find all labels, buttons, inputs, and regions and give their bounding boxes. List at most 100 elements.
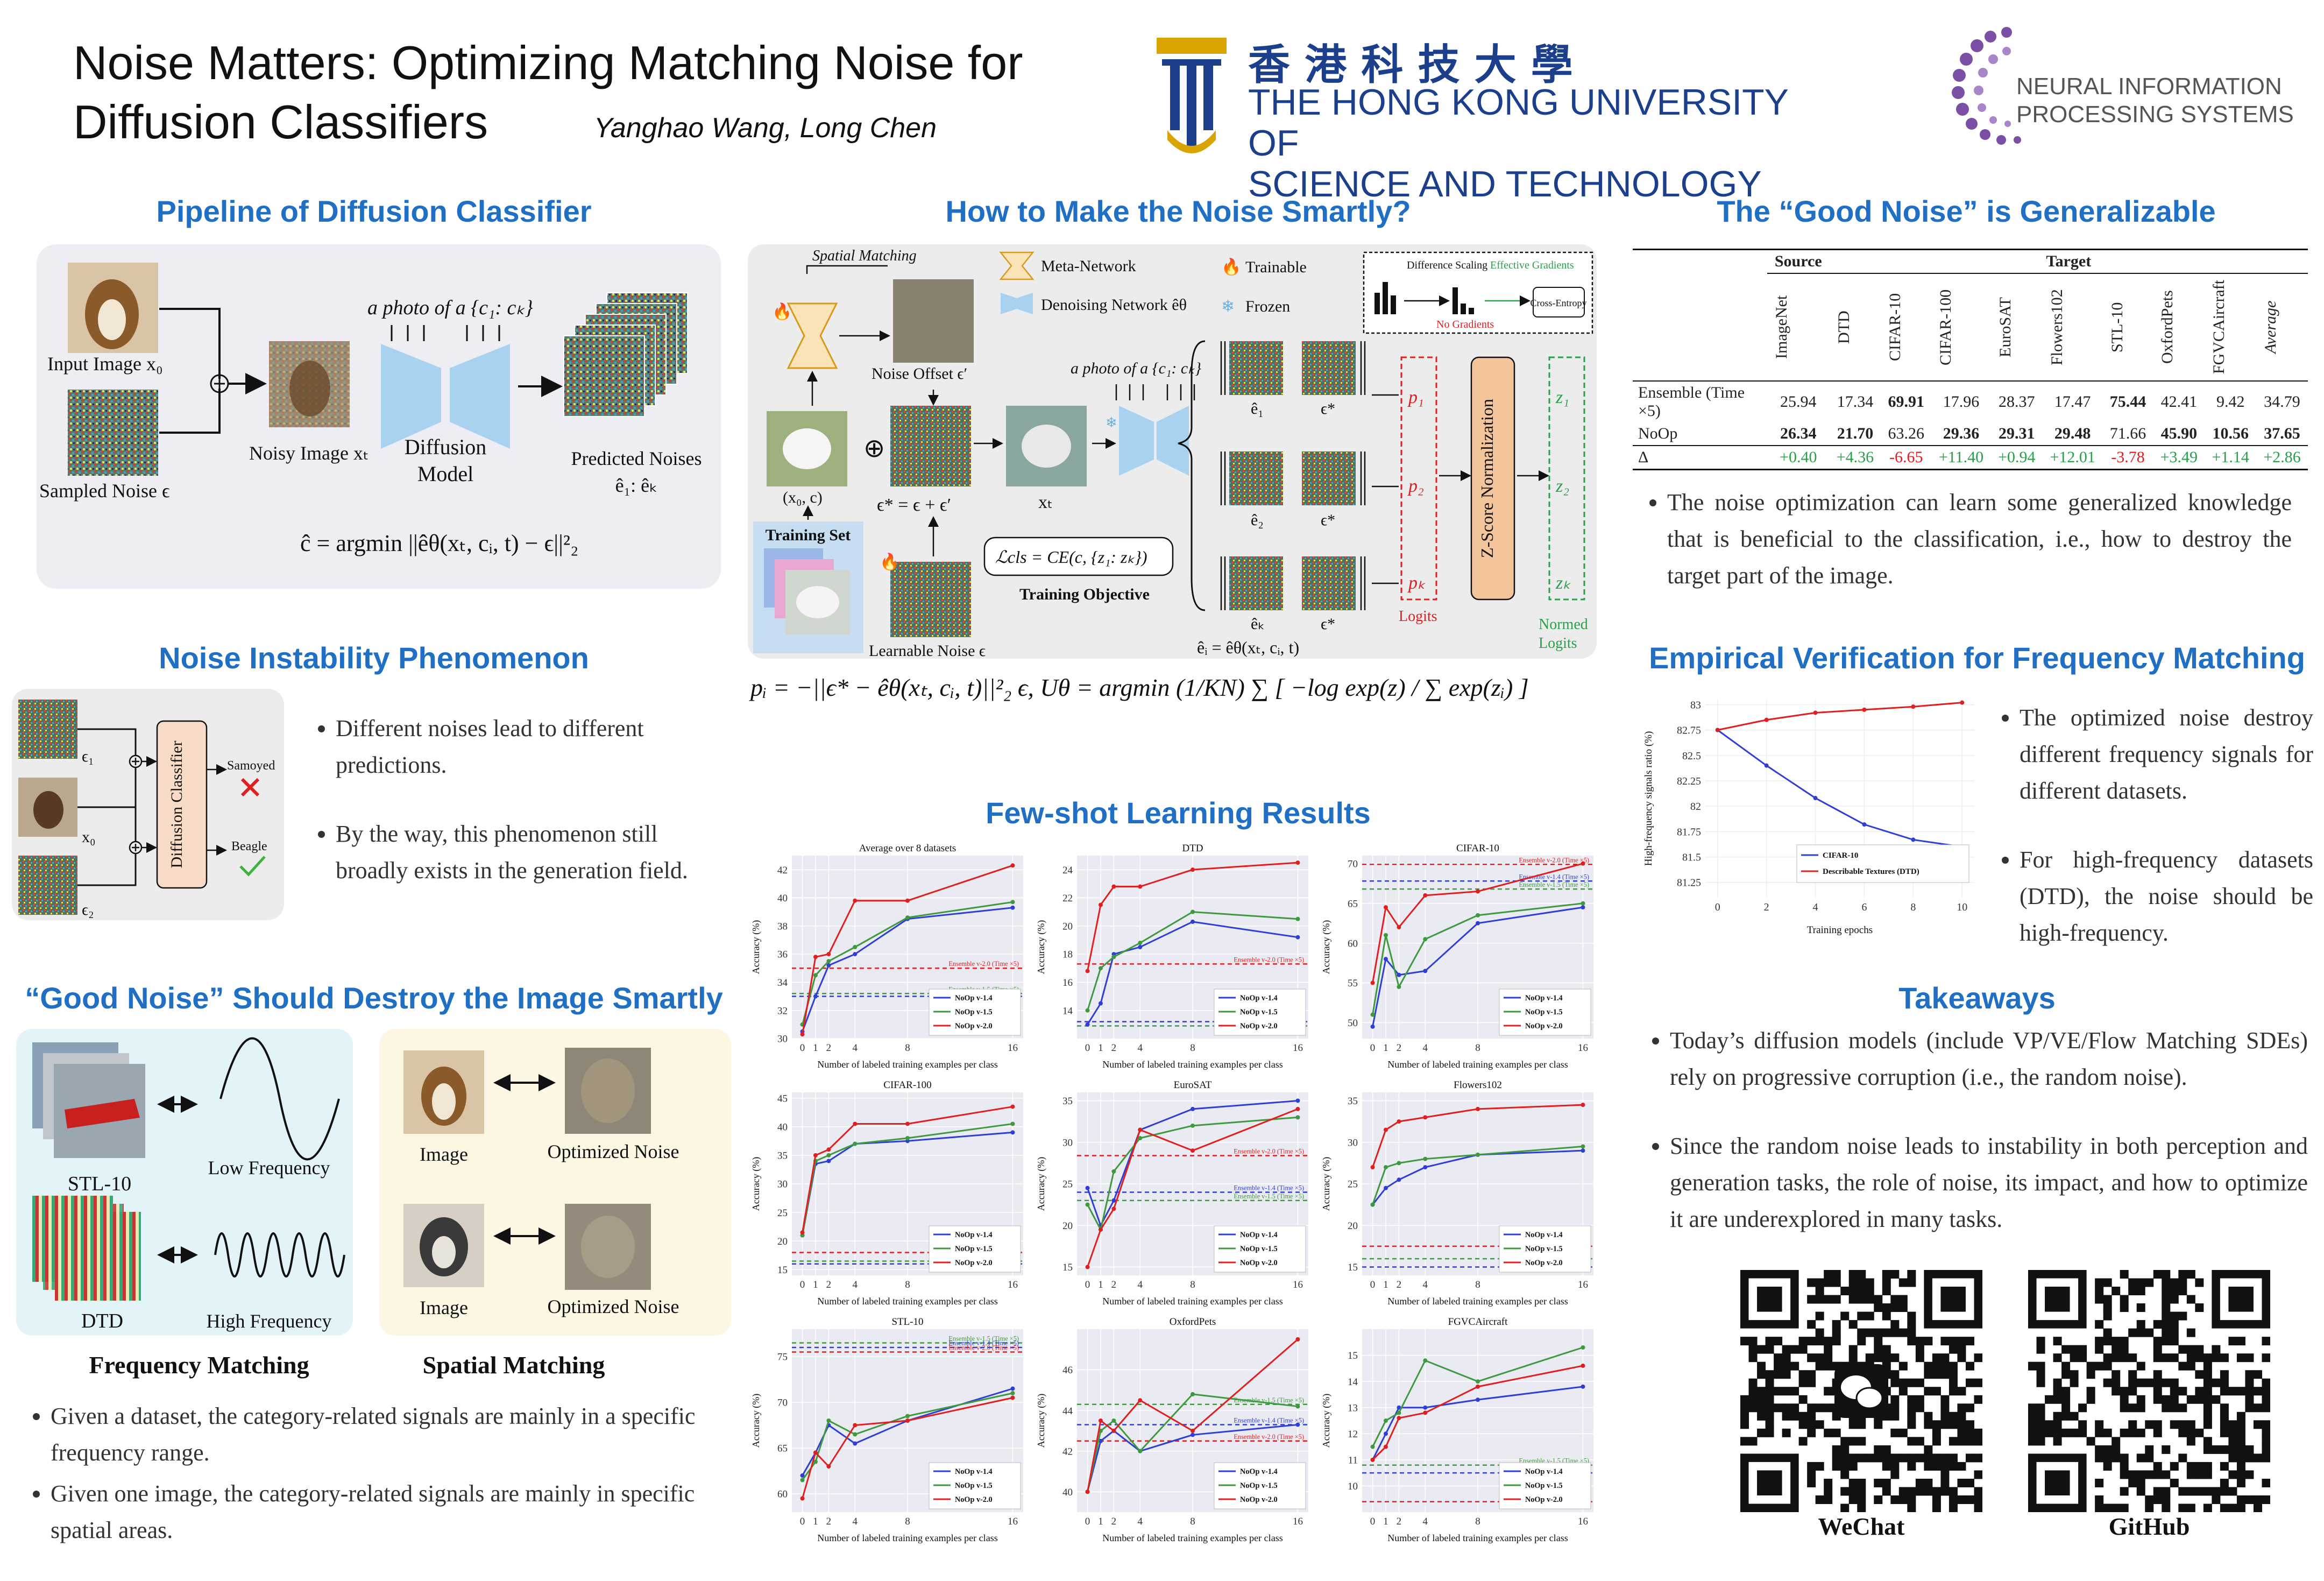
- series-line: [1717, 729, 1962, 848]
- frequency-matching-caption: Frequency Matching: [89, 1351, 309, 1379]
- legend-label: NoOp v-1.5: [1240, 1481, 1278, 1490]
- table-cell: 17.47: [2054, 393, 2091, 411]
- data-point: [1295, 1337, 1300, 1342]
- e2-image: [1229, 451, 1283, 505]
- generalizable-bullet: The noise optimization can learn some ge…: [1667, 484, 2292, 594]
- col-header: CIFAR-100: [1931, 273, 1991, 381]
- table-cell: 75.44: [2109, 393, 2146, 411]
- y-tick-label: 45: [777, 1093, 788, 1104]
- wechat-qr-code[interactable]: [1740, 1270, 1983, 1513]
- data-point: [1191, 1392, 1195, 1396]
- y-tick-label: 81.75: [1677, 826, 1701, 838]
- x-tick-label: 16: [1578, 1279, 1588, 1290]
- x-tick-label: 8: [905, 1042, 910, 1054]
- series-line: [1372, 1365, 1583, 1460]
- series-line: [1372, 1386, 1583, 1460]
- input-x-label: (x₀, c): [783, 489, 823, 506]
- predicted-noises-sub: ê₁: êₖ: [615, 475, 658, 496]
- y-axis-label: High-frequency signals ratio (%): [1643, 731, 1654, 866]
- legend-label: NoOp v-2.0: [955, 1495, 993, 1504]
- data-point: [1191, 1428, 1195, 1433]
- table-cell: 26.34: [1780, 425, 1817, 442]
- data-point: [1111, 1418, 1116, 1423]
- data-point: [1476, 913, 1480, 917]
- data-point: [1423, 1410, 1428, 1415]
- data-point: [1085, 1490, 1090, 1494]
- baseline-label: Ensemble v-1.4 (Time ×5): [948, 1339, 1019, 1347]
- x-axis-label: Number of labeled training examples per …: [1102, 1296, 1283, 1307]
- data-point: [1476, 1398, 1480, 1402]
- data-point: [1581, 1345, 1585, 1350]
- data-point: [1111, 1198, 1116, 1203]
- add-operator-icon-2: ⊕: [863, 434, 885, 463]
- data-point: [1295, 1404, 1300, 1409]
- data-point: [1383, 1165, 1388, 1170]
- qr-pattern: [2028, 1270, 2271, 1513]
- data-point: [1191, 1432, 1195, 1437]
- data-point: [800, 1478, 805, 1483]
- x-tick-label: 0: [1085, 1516, 1090, 1527]
- legend-label: NoOp v-2.0: [1240, 1259, 1278, 1267]
- data-point: [1111, 884, 1116, 889]
- table-cell: 71.66: [2109, 425, 2146, 442]
- data-point: [1010, 1104, 1015, 1109]
- data-point: [826, 1418, 831, 1423]
- y-tick-label: 25: [1348, 1179, 1358, 1190]
- z2-label: z₂: [1555, 476, 1569, 496]
- dtd-image-stack: [55, 1212, 141, 1301]
- data-point: [1111, 955, 1116, 959]
- authors: Yanghao Wang, Long Chen: [594, 112, 937, 144]
- zscore-label: Z-Score Normalization: [1477, 399, 1497, 558]
- x-tick-label: 8: [1910, 901, 1916, 913]
- data-point: [1581, 1103, 1585, 1107]
- data-point: [1862, 707, 1867, 712]
- github-qr-code[interactable]: [2028, 1270, 2271, 1513]
- data-point: [826, 1153, 831, 1157]
- table-cell: +4.36: [1836, 448, 1874, 466]
- data-point: [1423, 1156, 1428, 1161]
- table-cell: 69.91: [1888, 393, 1925, 411]
- y-axis-label: Accuracy (%): [1036, 1394, 1047, 1448]
- x-tick-label: 2: [1397, 1279, 1402, 1290]
- x-tick-label: 10: [1957, 901, 1967, 913]
- data-point: [1911, 837, 1916, 842]
- y-tick-label: 14: [1062, 1005, 1073, 1017]
- pipeline-formula: ĉ = argmin ||êθ(xₜ, cᵢ, t) − ϵ||²₂: [300, 530, 578, 556]
- data-point: [853, 898, 858, 903]
- data-point: [1085, 969, 1090, 973]
- target-header: Target: [1829, 249, 2308, 274]
- data-point: [813, 1153, 818, 1157]
- y-tick-label: 25: [777, 1208, 788, 1219]
- good-noise-bullet-2: Given one image, the category-related si…: [51, 1476, 726, 1549]
- data-point: [1960, 700, 1965, 705]
- row-label: Δ: [1638, 448, 1649, 466]
- table-cell: +2.86: [2263, 448, 2301, 466]
- table-cell: +12.01: [2050, 448, 2095, 466]
- frozen-snow-icon: ❄: [1106, 415, 1117, 430]
- x-tick-label: 8: [1190, 1516, 1195, 1527]
- table-cell: 63.26: [1888, 425, 1925, 442]
- data-point: [1370, 1024, 1375, 1029]
- data-point: [1138, 945, 1143, 949]
- y-tick-label: 60: [777, 1489, 788, 1500]
- data-point: [1423, 1358, 1428, 1363]
- x-axis-label: Number of labeled training examples per …: [1387, 1059, 1568, 1070]
- y-tick-label: 14: [1348, 1377, 1358, 1388]
- data-point: [1813, 796, 1818, 801]
- data-point: [1295, 916, 1300, 921]
- col-header-text: OxfordPets: [2158, 290, 2177, 364]
- x-tick-label: 4: [853, 1042, 858, 1054]
- p2-label: p₂: [1407, 476, 1424, 496]
- y-tick-label: 44: [1062, 1406, 1073, 1417]
- y-axis-label: Accuracy (%): [1036, 920, 1047, 975]
- low-frequency-wave-icon: [219, 1037, 340, 1161]
- noisy-image-label: Noisy Image xₜ: [249, 442, 369, 464]
- data-point: [853, 1121, 858, 1126]
- x-tick-label: 1: [1098, 1516, 1103, 1527]
- optimized-noise-label-1: Optimized Noise: [548, 1141, 679, 1162]
- x-tick-label: 1: [1383, 1516, 1388, 1527]
- y-tick-label: 24: [1062, 865, 1073, 876]
- series-line: [1372, 1104, 1583, 1168]
